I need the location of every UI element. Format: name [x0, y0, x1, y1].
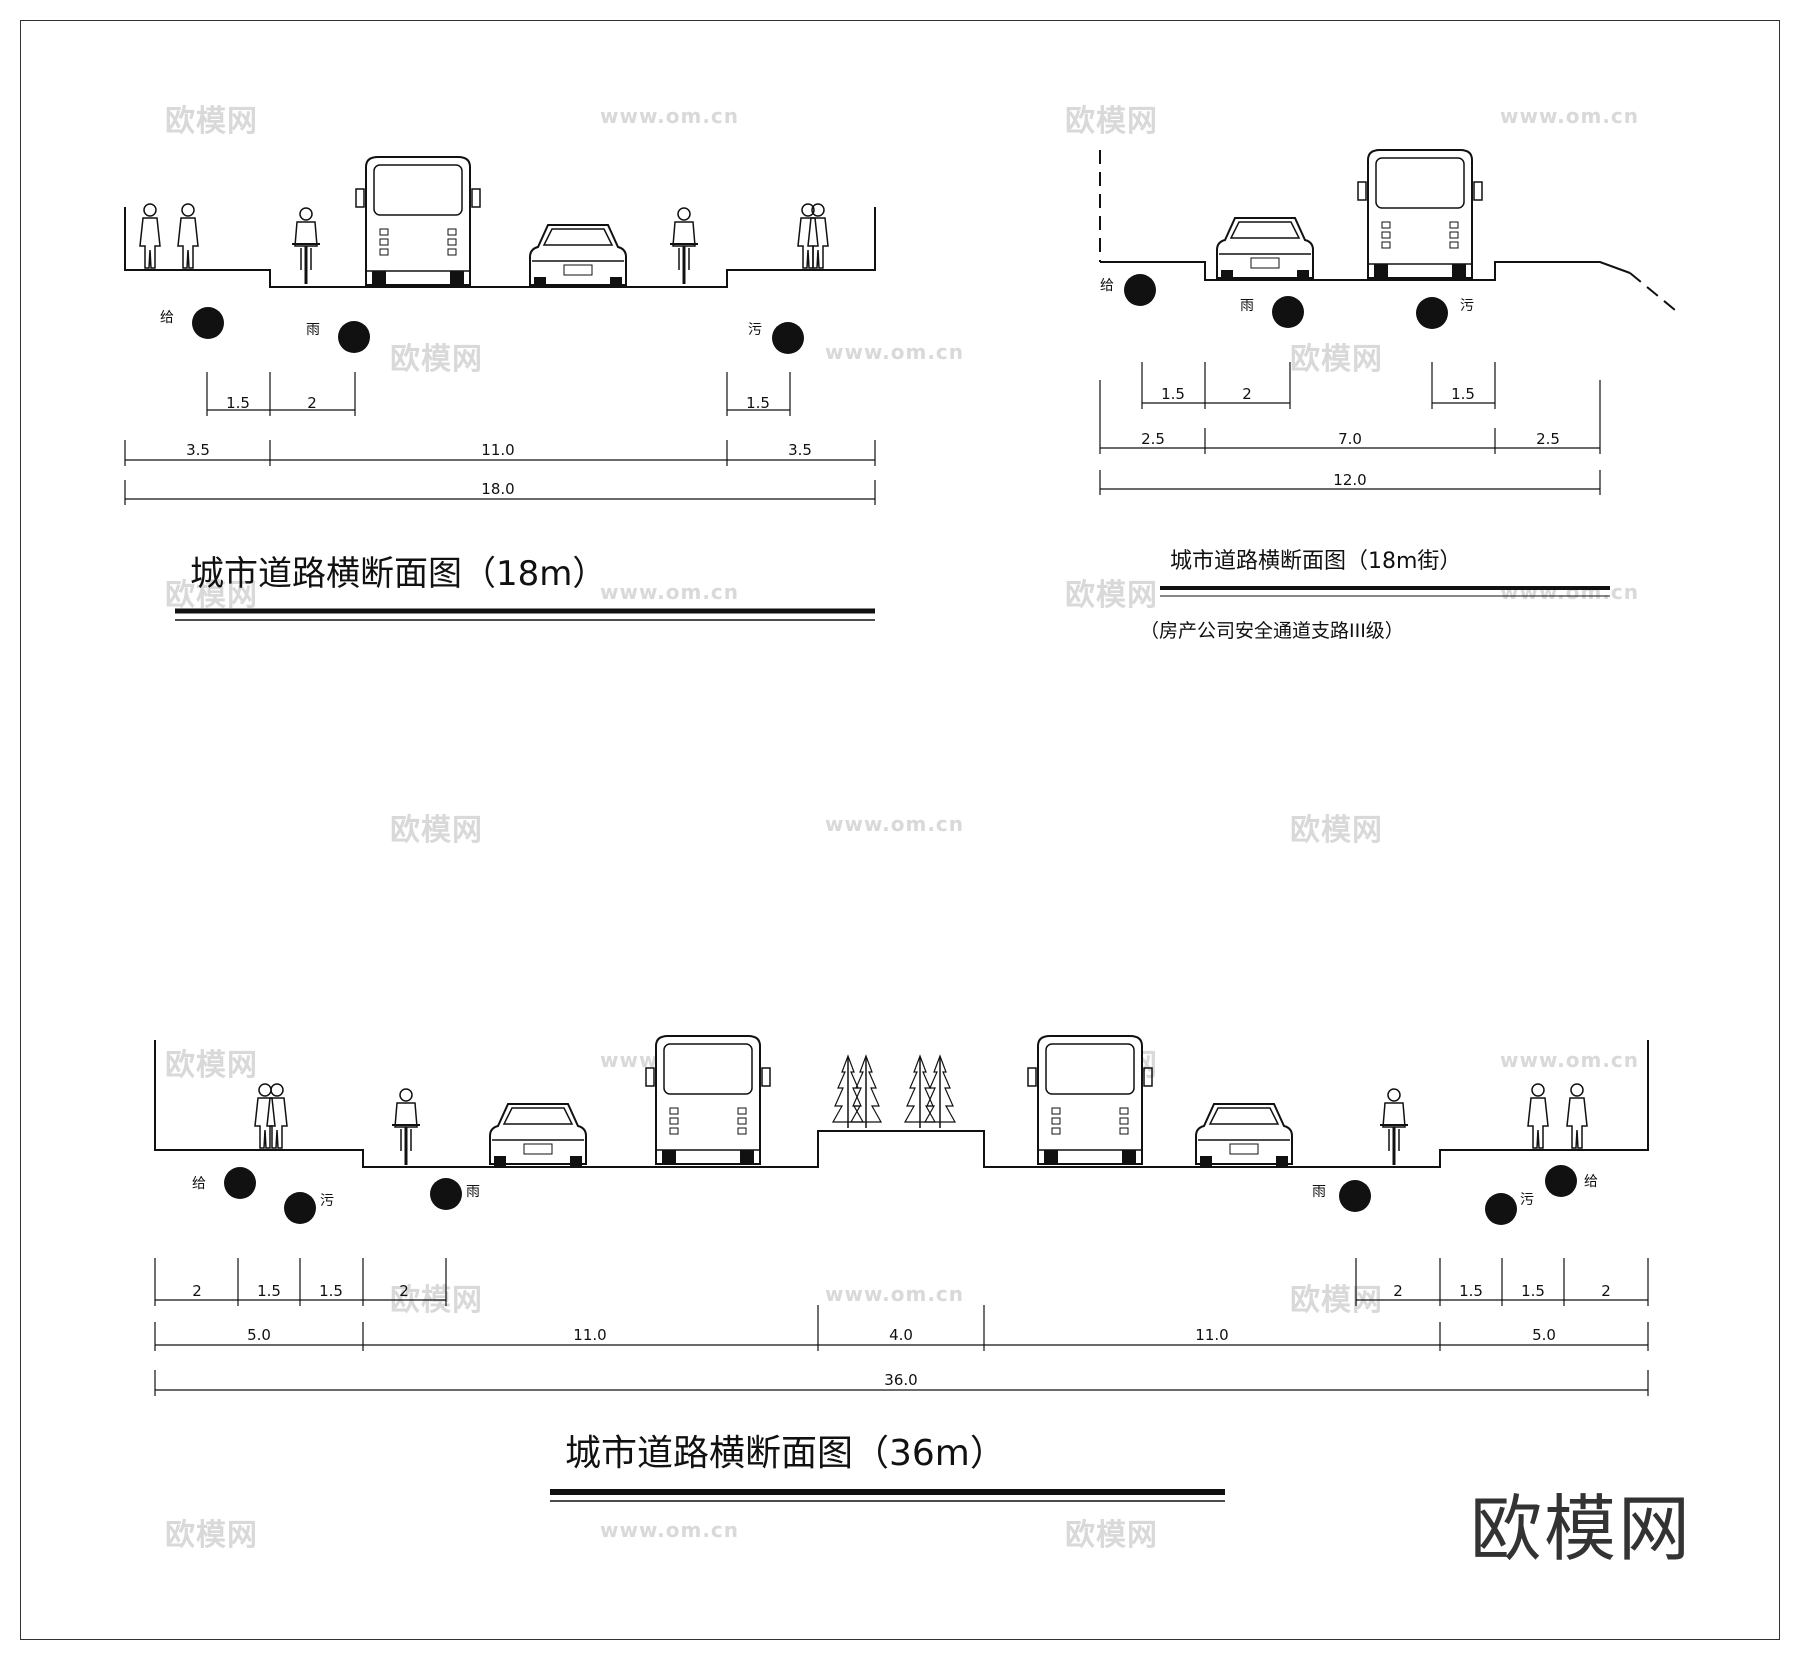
sewage-pipe	[772, 322, 804, 354]
rain-pipe	[338, 321, 370, 353]
dim-label: 1.5	[746, 394, 770, 412]
pipe-label-rain: 雨	[306, 322, 320, 338]
pipe-label-rain: 雨	[1312, 1184, 1326, 1200]
pipe-label-supply: 给	[192, 1176, 206, 1192]
dim-label: 2	[1393, 1282, 1403, 1300]
dim-label: 2	[399, 1282, 409, 1300]
pipe-label-rain: 雨	[466, 1184, 480, 1200]
title-18m: 城市道路横断面图（18m）	[190, 554, 606, 594]
dim-label: 11.0	[1195, 1326, 1228, 1344]
pipe-label-sewage: 污	[320, 1193, 334, 1209]
title-36m: 城市道路横断面图（36m）	[565, 1433, 1006, 1474]
sewage-pipe	[1416, 297, 1448, 329]
dim-label: 11.0	[481, 441, 514, 459]
pipe-label-supply: 给	[1584, 1174, 1598, 1190]
dim-label: 1.5	[1459, 1282, 1483, 1300]
rain-pipe	[1339, 1180, 1371, 1212]
pipe-label-sewage: 污	[748, 322, 762, 338]
dim-label: 2	[1242, 385, 1252, 403]
pipe-label-rain: 雨	[1240, 298, 1254, 314]
dim-label: 2	[307, 394, 317, 412]
dim-label: 2	[192, 1282, 202, 1300]
pipe-label-supply: 给	[1100, 278, 1114, 294]
sewage-pipe	[284, 1192, 316, 1224]
brand-watermark: 欧模网	[1470, 1487, 1693, 1571]
section-18m-street: 给 雨 污 1.5 2 1.5 2.5 7.0 2.5 12.0 城市道路横断面…	[1099, 149, 1676, 642]
rain-pipe	[1272, 296, 1304, 328]
dim-label: 1.5	[226, 394, 250, 412]
dim-label: 7.0	[1338, 430, 1362, 448]
section-36m: 给 污 雨 雨 污 给 2 1.5 1.5 2 2 1.5 1.5 2 5.0 …	[154, 1035, 1649, 1502]
subtitle-18m-street: （房产公司安全通道支路III级）	[1140, 620, 1404, 642]
sewage-pipe	[1485, 1193, 1517, 1225]
supply-pipe	[1124, 274, 1156, 306]
dim-label: 5.0	[1532, 1326, 1556, 1344]
supply-pipe	[224, 1167, 256, 1199]
dim-total: 12.0	[1333, 471, 1366, 489]
dim-label: 2.5	[1141, 430, 1165, 448]
supply-pipe	[192, 307, 224, 339]
dim-label: 5.0	[247, 1326, 271, 1344]
dim-label: 1.5	[257, 1282, 281, 1300]
drawing-frame	[20, 20, 1780, 1640]
rain-pipe	[430, 1178, 462, 1210]
dim-label: 1.5	[319, 1282, 343, 1300]
dim-label: 4.0	[889, 1326, 913, 1344]
dim-label: 2	[1601, 1282, 1611, 1300]
dim-label: 11.0	[573, 1326, 606, 1344]
dim-label: 1.5	[1451, 385, 1475, 403]
dim-total: 36.0	[884, 1371, 917, 1389]
dim-total: 18.0	[481, 480, 514, 498]
dim-label: 3.5	[788, 441, 812, 459]
pipe-label-supply: 给	[160, 310, 174, 326]
title-18m-street: 城市道路横断面图（18m街）	[1170, 549, 1461, 574]
supply-pipe	[1545, 1165, 1577, 1197]
pipe-label-sewage: 污	[1520, 1192, 1534, 1208]
dim-label: 3.5	[186, 441, 210, 459]
section-18m: 给 雨 污 1.5 2 1.5 3.5 11.0 3.5 18.0 城市道路横断…	[124, 156, 876, 621]
dim-label: 1.5	[1521, 1282, 1545, 1300]
dim-label: 1.5	[1161, 385, 1185, 403]
dim-label: 2.5	[1536, 430, 1560, 448]
pipe-label-sewage: 污	[1460, 298, 1474, 314]
